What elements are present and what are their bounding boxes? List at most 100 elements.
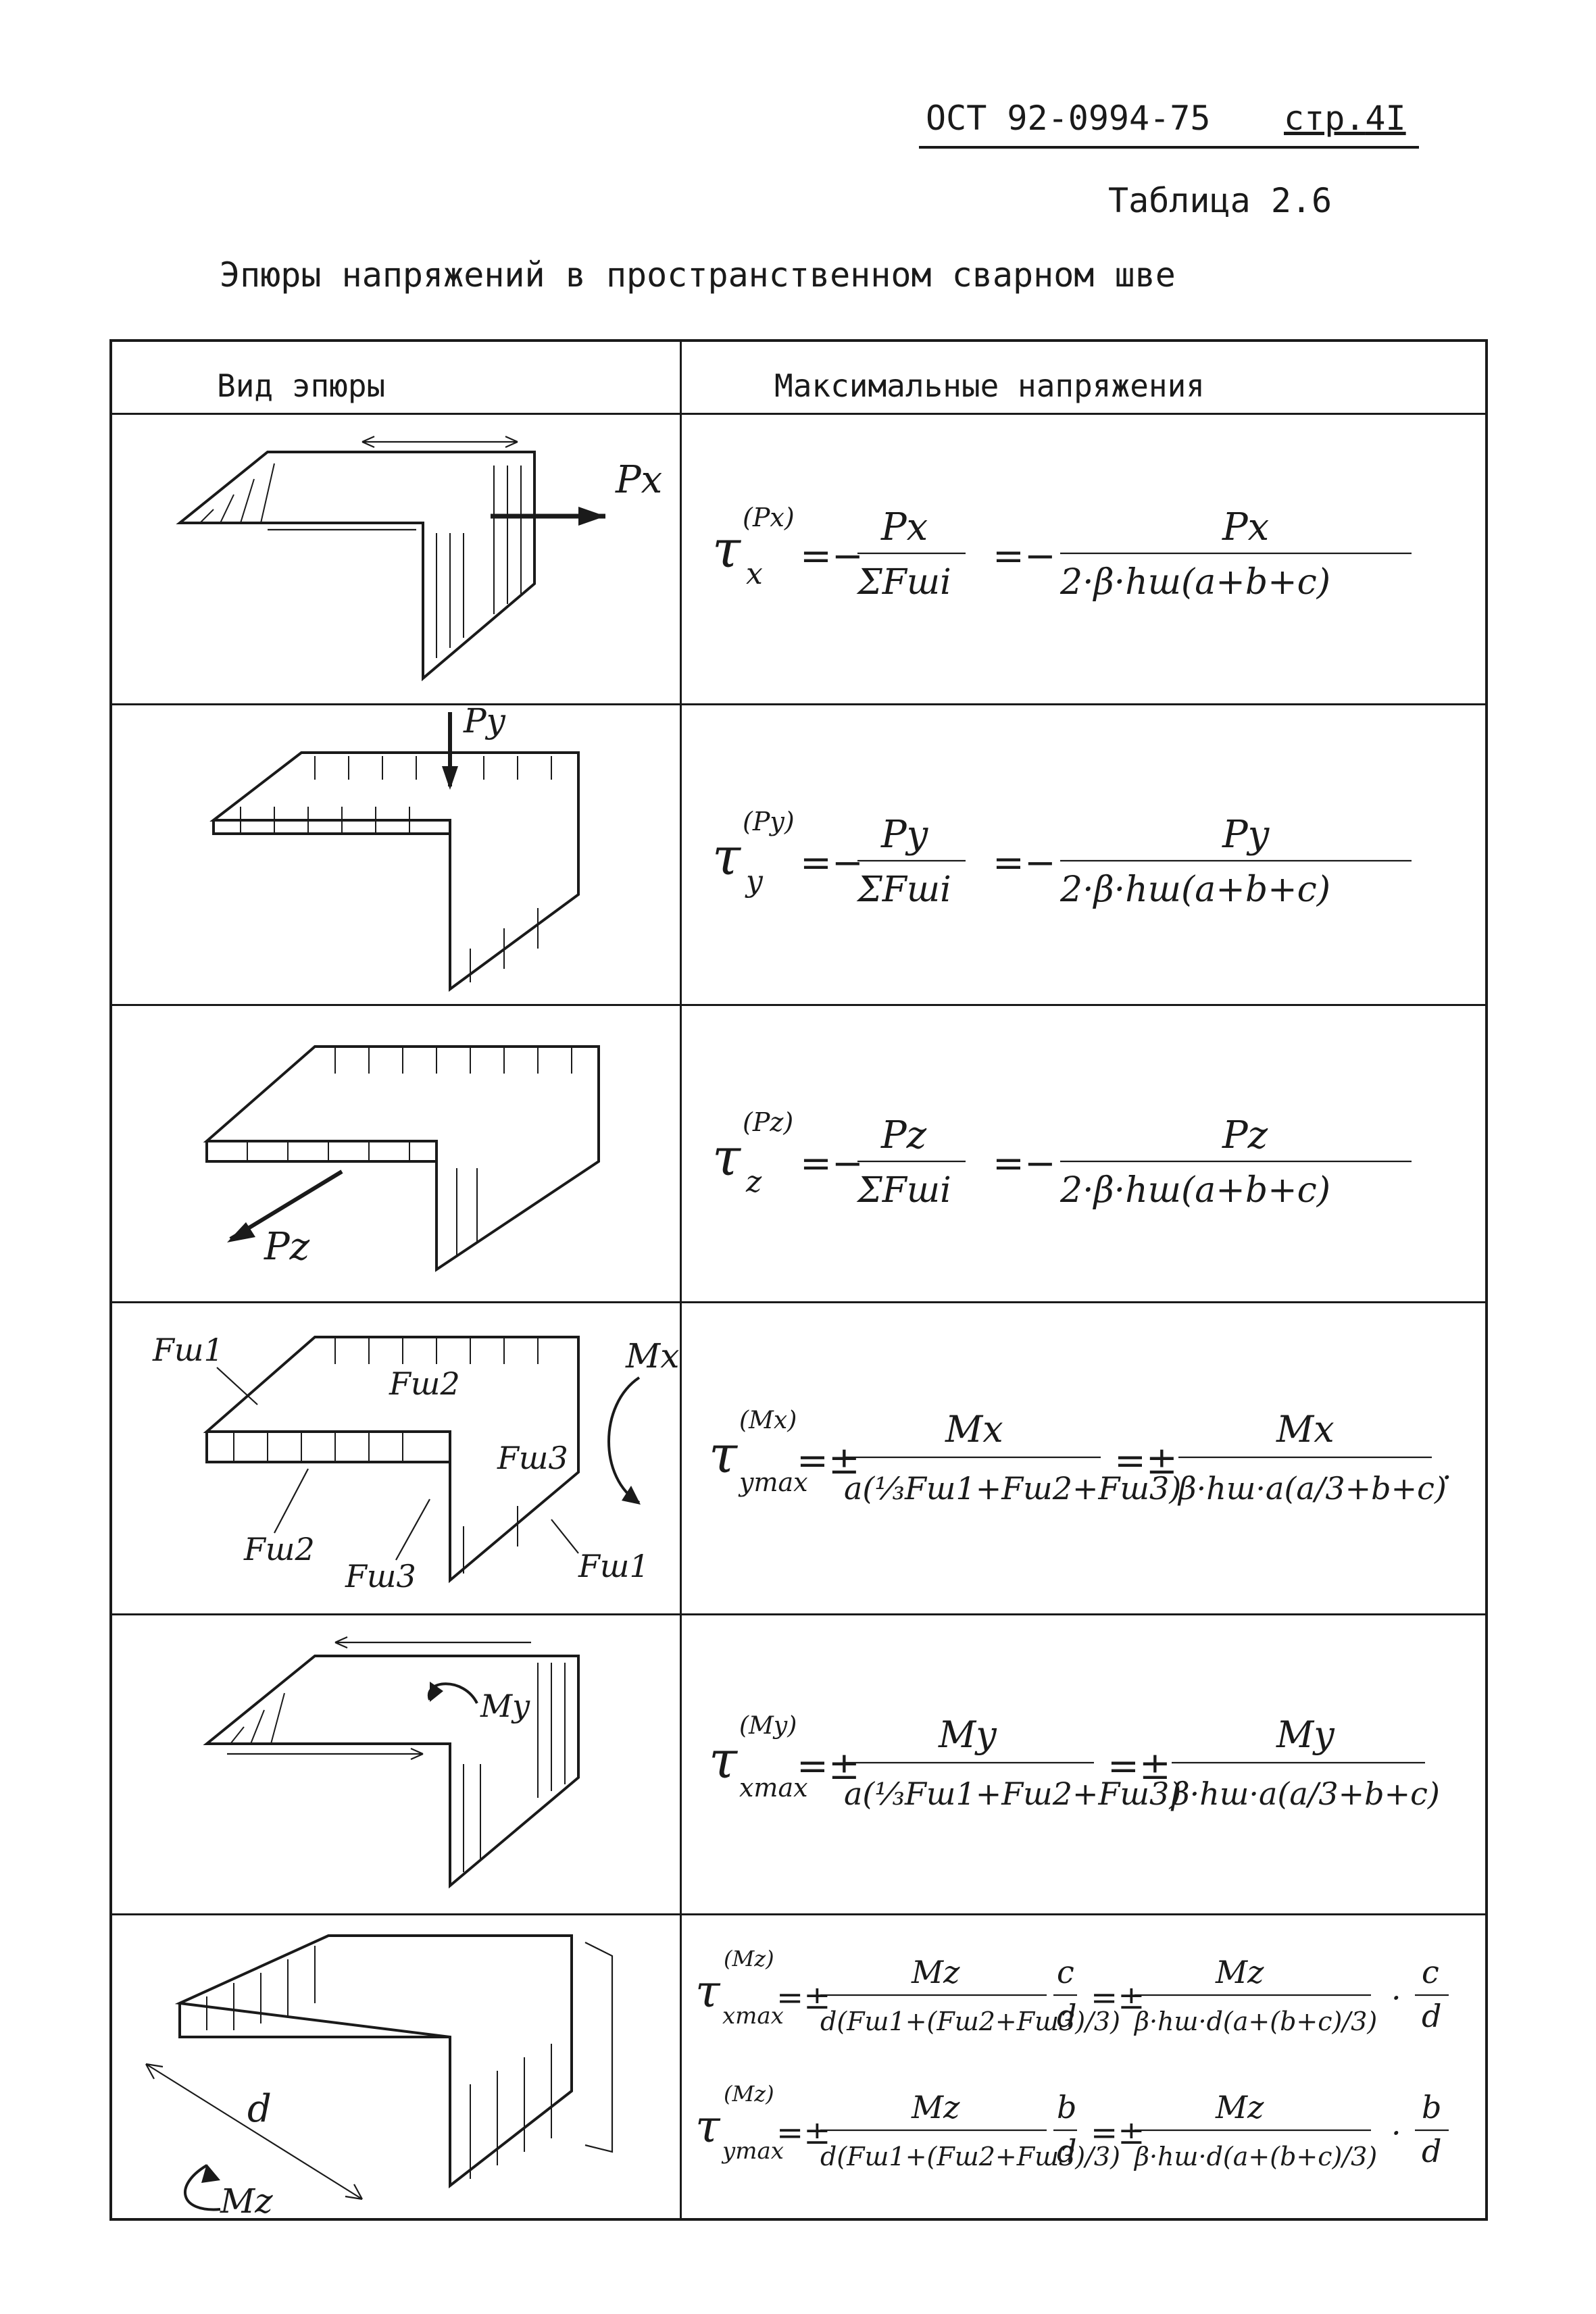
moment-label-mx: Mx <box>625 1336 679 1376</box>
svg-text:Mx: Mx <box>1276 1408 1335 1451</box>
label-fsh2-lower: Fш2 <box>243 1531 315 1567</box>
svg-text:β·hш·d(a+(b+c)/3): β·hш·d(a+(b+c)/3) <box>1133 2007 1377 2036</box>
svg-text:(Pz): (Pz) <box>743 1107 793 1137</box>
svg-text:Py: Py <box>880 813 929 857</box>
diagram-pz: Pz <box>112 1006 680 1301</box>
svg-text:=−: =− <box>800 534 864 578</box>
svg-text:b: b <box>1057 2089 1076 2126</box>
svg-text:c: c <box>1057 1954 1074 1990</box>
svg-text:Mx: Mx <box>945 1408 1003 1451</box>
svg-text:ymax: ymax <box>738 1467 808 1497</box>
svg-text:Pz: Pz <box>880 1113 927 1157</box>
svg-text:β·hш·a(a/3+b+c): β·hш·a(a/3+b+c) <box>1177 1470 1447 1507</box>
svg-text:d: d <box>1422 2133 1441 2169</box>
load-label-px: Px <box>615 458 662 502</box>
svg-text:β·hш·a(a/3+b+c): β·hш·a(a/3+b+c) <box>1170 1776 1440 1812</box>
dimension-d: d <box>247 2087 272 2131</box>
label-fsh2: Fш2 <box>389 1365 460 1402</box>
svg-text:xmax: xmax <box>739 1773 808 1803</box>
svg-text:τ: τ <box>695 2101 721 2153</box>
label-fsh3-lower: Fш3 <box>345 1558 416 1594</box>
svg-text:d: d <box>1057 2133 1076 2169</box>
load-label-pz: Pz <box>264 1225 310 1269</box>
standard-code: ОСТ 92-0994-75 <box>926 99 1211 138</box>
svg-text:β·hш·d(a+(b+c)/3): β·hш·d(a+(b+c)/3) <box>1133 2142 1377 2171</box>
svg-text:(Mz): (Mz) <box>724 1946 774 1971</box>
svg-text:=−: =− <box>993 1142 1056 1186</box>
svg-text:(Mz): (Mz) <box>724 2081 774 2107</box>
row-divider <box>112 1004 1485 1006</box>
svg-text:Px: Px <box>880 505 928 549</box>
label-fsh1: Fш1 <box>152 1332 224 1368</box>
svg-text:c: c <box>1422 1954 1439 1990</box>
svg-text:Px: Px <box>1222 505 1269 549</box>
row-divider <box>112 1613 1485 1615</box>
svg-text:τ: τ <box>709 1730 739 1790</box>
diagram-py: Py <box>112 701 680 1004</box>
svg-text:ΣFшi: ΣFшi <box>856 562 951 603</box>
svg-text:=±: =± <box>1114 1439 1178 1483</box>
row-divider <box>112 1913 1485 1915</box>
svg-text:=−: =− <box>993 841 1056 885</box>
svg-text:d(Fш1+(Fш2+Fш3)/3): d(Fш1+(Fш2+Fш3)/3) <box>820 2007 1120 2036</box>
formula-mx: τ ymax (Mx) =± Mx a(⅓Fш1+Fш2+Fш3) =± Mx … <box>682 1303 1486 1613</box>
svg-text:·: · <box>1391 1980 1401 2016</box>
svg-text:Mz: Mz <box>911 2089 960 2126</box>
diagram-my: My <box>112 1615 680 1913</box>
diagram-mz: d Mz <box>112 1915 680 2221</box>
svg-text:Py: Py <box>1222 813 1270 857</box>
svg-text:τ: τ <box>709 1424 739 1484</box>
svg-text:z: z <box>745 1165 762 1199</box>
load-label-py: Py <box>463 705 506 740</box>
moment-label-mz: Mz <box>220 2182 273 2221</box>
svg-text:2·β·hш(a+b+c): 2·β·hш(a+b+c) <box>1059 1170 1330 1211</box>
moment-label-my: My <box>480 1688 530 1724</box>
svg-text:ymax: ymax <box>721 2138 784 2165</box>
svg-text:b: b <box>1422 2089 1441 2126</box>
svg-text:=±: =± <box>776 1979 830 2017</box>
svg-text:τ: τ <box>712 519 742 579</box>
svg-text:=±: =± <box>797 1439 860 1483</box>
svg-text:d: d <box>1422 1998 1441 2034</box>
svg-text:d: d <box>1057 1998 1076 2034</box>
row-divider <box>112 703 1485 705</box>
svg-text:ΣFшi: ΣFшi <box>856 1170 951 1211</box>
document-header: ОСТ 92-0994-75 стр.4I <box>919 93 1419 149</box>
formula-py: τ y (Py) =− Py ΣFшi =− Py 2·β·hш(a+b+c) <box>682 705 1486 1004</box>
svg-text:Mz: Mz <box>911 1954 960 1990</box>
svg-text:(Mx): (Mx) <box>739 1407 797 1434</box>
table-label: Таблица 2.6 <box>1108 181 1332 220</box>
svg-text:Mz: Mz <box>1215 2089 1264 2126</box>
svg-text:τ: τ <box>712 1127 742 1187</box>
svg-text:a(⅓Fш1+Fш2+Fш3): a(⅓Fш1+Fш2+Fш3) <box>844 1470 1181 1507</box>
row-divider <box>112 1301 1485 1303</box>
svg-text:a(⅓Fш1+Fш2+Fш3): a(⅓Fш1+Fш2+Fш3) <box>844 1776 1181 1812</box>
svg-text:2·β·hш(a+b+c): 2·β·hш(a+b+c) <box>1059 870 1330 910</box>
svg-text:=−: =− <box>993 534 1056 578</box>
svg-text:x: x <box>746 557 763 591</box>
svg-text:xmax: xmax <box>722 2003 784 2030</box>
svg-text:τ: τ <box>695 1965 721 2017</box>
diagram-px: Px <box>112 415 680 703</box>
formula-pz: τ z (Pz) =− Pz ΣFшi =− Pz 2·β·hш(a+b+c) <box>682 1006 1486 1301</box>
label-fsh1-lower: Fш1 <box>578 1548 649 1584</box>
svg-text:τ: τ <box>712 826 742 886</box>
svg-text:=±: =± <box>1091 1979 1145 2017</box>
label-fsh3: Fш3 <box>497 1440 568 1476</box>
svg-text:My: My <box>1276 1713 1335 1756</box>
svg-text:(Py): (Py) <box>743 807 795 836</box>
svg-text:ΣFшi: ΣFшi <box>856 870 951 910</box>
svg-text:=±: =± <box>797 1744 860 1788</box>
svg-text:2·β·hш(a+b+c): 2·β·hш(a+b+c) <box>1059 562 1330 603</box>
svg-text:y: y <box>745 864 764 899</box>
col2-header: Максимальные напряжения <box>774 368 1205 404</box>
diagram-mx: Fш1 Fш2 Fш3 Mx Fш2 Fш3 Fш1 <box>112 1303 680 1613</box>
page-number: стр.4I <box>1284 99 1406 138</box>
svg-text:·: · <box>1391 2115 1401 2151</box>
column-divider <box>680 342 682 2218</box>
svg-text:Pz: Pz <box>1222 1113 1268 1157</box>
svg-text:(My): (My) <box>739 1712 797 1740</box>
formula-mz: τ xmax (Mz) =± Mz d(Fш1+(Fш2+Fш3)/3) c d… <box>682 1915 1486 2221</box>
svg-text:=±: =± <box>1107 1744 1171 1788</box>
header-divider <box>112 413 1485 415</box>
